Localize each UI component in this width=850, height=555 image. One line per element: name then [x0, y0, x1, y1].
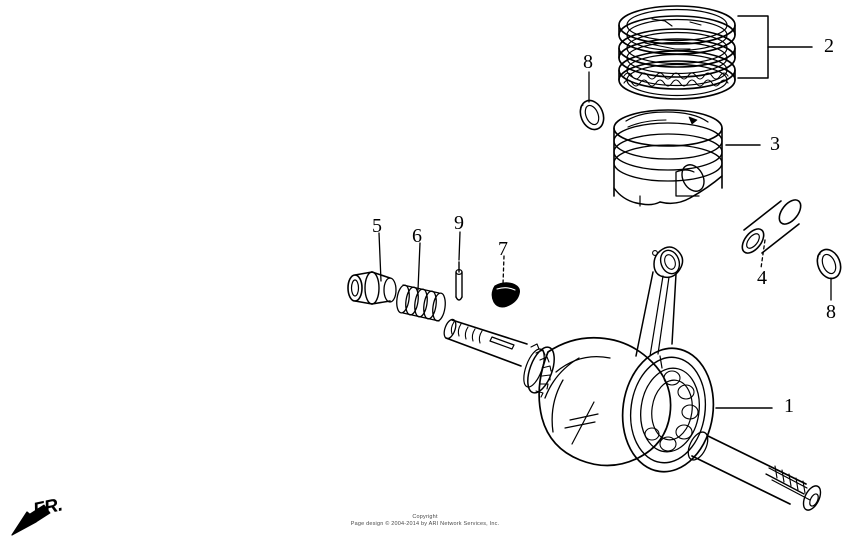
- callout-9[interactable]: 9: [454, 212, 464, 234]
- callout-8-upper[interactable]: 8: [583, 51, 593, 73]
- callout-4[interactable]: 4: [757, 267, 767, 289]
- callout-5[interactable]: 5: [372, 215, 382, 237]
- piston-pin-illustration[interactable]: [738, 196, 805, 257]
- copyright-line-1: Copyright: [412, 514, 438, 520]
- piston-pin-clip-upper-illustration[interactable]: [576, 97, 608, 133]
- output-shaft-spline: [765, 465, 822, 511]
- callout-4-leader: [760, 239, 766, 269]
- piston-pin-clip-lower-illustration[interactable]: [813, 246, 845, 282]
- callout-2[interactable]: 2: [824, 35, 834, 57]
- callout-2-leader: [737, 15, 813, 79]
- connecting-rod: [635, 246, 684, 357]
- callout-6[interactable]: 6: [412, 225, 422, 247]
- front-arrow-icon: [11, 504, 51, 536]
- callout-8-lower[interactable]: 8: [826, 301, 836, 323]
- piston-illustration[interactable]: [613, 109, 723, 207]
- callout-1[interactable]: 1: [784, 395, 794, 417]
- governor-pin-illustration[interactable]: [455, 261, 463, 301]
- copyright-footer: Copyright Page design © 2004-2014 by ARI…: [0, 514, 850, 528]
- callout-6-leader: [417, 242, 421, 291]
- callout-3[interactable]: 3: [770, 133, 780, 155]
- governor-cap-illustration[interactable]: [347, 271, 397, 305]
- callout-7[interactable]: 7: [498, 238, 508, 260]
- main-ball-bearing: [621, 347, 715, 473]
- piston-ring-set-illustration[interactable]: [618, 5, 736, 100]
- crankshaft-assembly-illustration[interactable]: [442, 246, 824, 513]
- callout-9-leader: [458, 231, 461, 261]
- woodruff-key-illustration[interactable]: [491, 282, 520, 308]
- coil-spring-illustration[interactable]: [395, 284, 447, 322]
- copyright-line-2: Page design © 2004-2014 by ARI Network S…: [350, 521, 500, 527]
- callout-7-leader: [502, 255, 505, 285]
- callout-5-leader: [378, 232, 382, 282]
